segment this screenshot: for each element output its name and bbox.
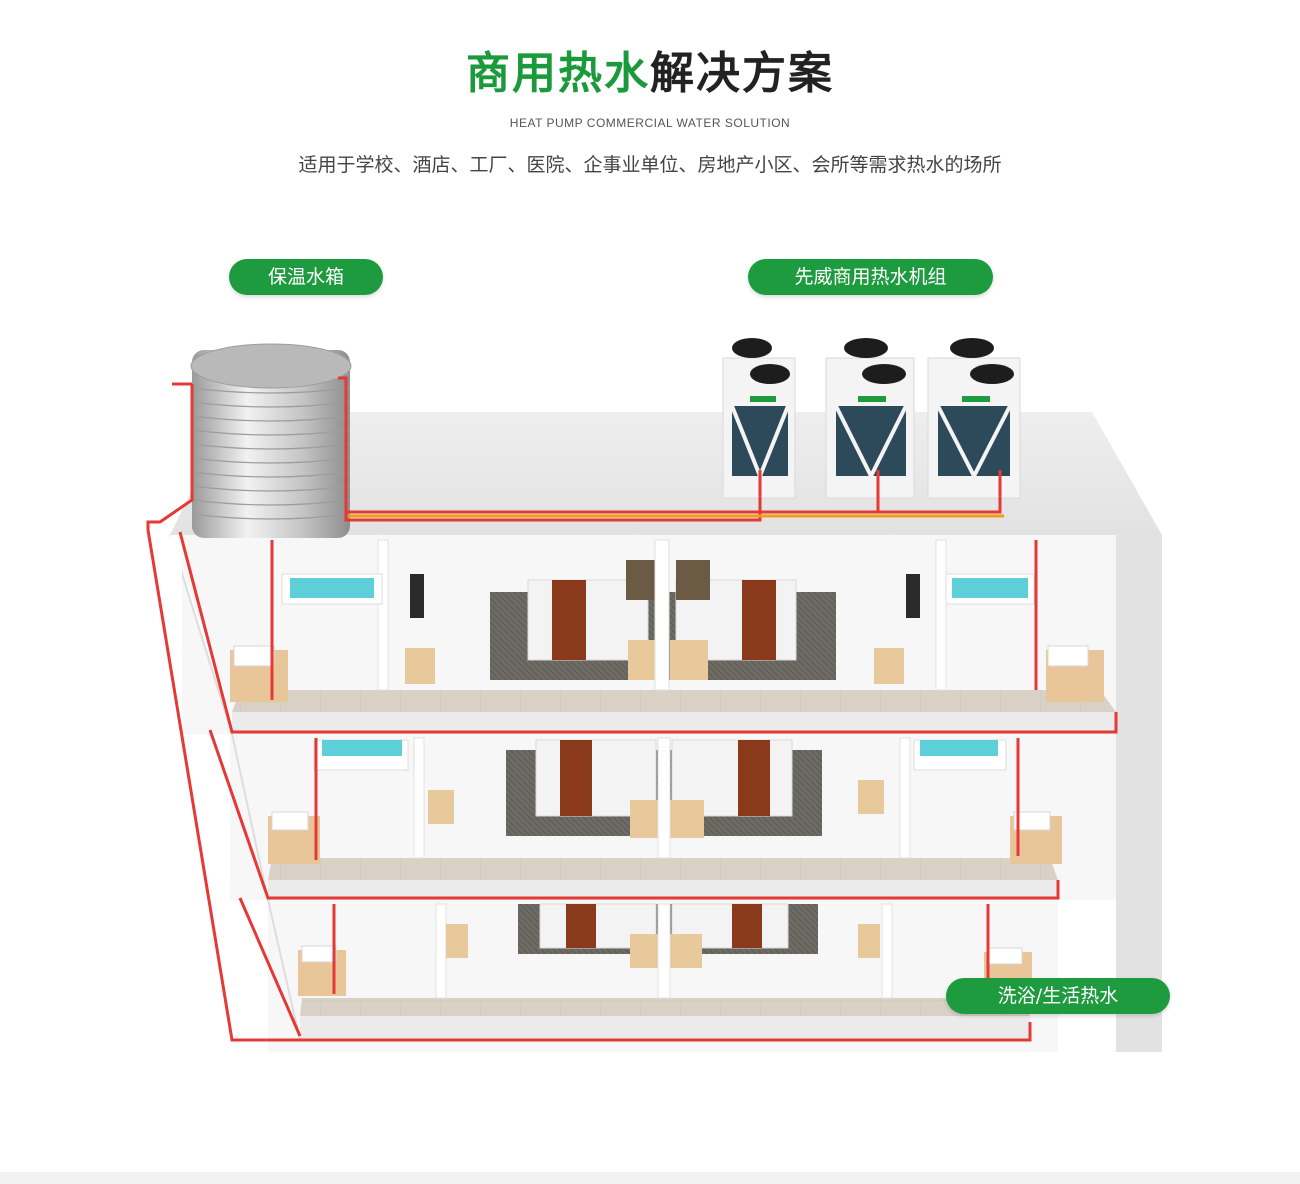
label-bath-domestic-hot-water: 洗浴/生活热水 (946, 978, 1170, 1014)
footer-divider (0, 1172, 1300, 1184)
hot-water-pipes (146, 376, 1118, 1042)
heat-pump-units (722, 338, 1021, 499)
floor-1 (170, 535, 1116, 734)
page-title: 商用热水解决方案 (0, 46, 1300, 102)
page-subtitle-en: HEAT PUMP COMMERCIAL WATER SOLUTION (509, 116, 791, 130)
label-commercial-heat-pump-unit: 先威商用热水机组 (748, 259, 993, 295)
heat-pump-unit-icon (927, 338, 1021, 499)
floor-3 (268, 900, 1058, 1052)
floor-2 (230, 734, 1116, 900)
page-description: 适用于学校、酒店、工厂、医院、企事业单位、房地产小区、会所等需求热水的场所 (298, 154, 1002, 176)
page-title-highlight: 商用热水 (466, 48, 650, 99)
water-tank-icon (190, 343, 352, 538)
page-title-rest: 解决方案 (650, 48, 834, 99)
building-right-side (1116, 535, 1162, 1052)
heat-pump-unit-icon (825, 338, 915, 499)
label-insulated-water-tank: 保温水箱 (229, 259, 383, 295)
